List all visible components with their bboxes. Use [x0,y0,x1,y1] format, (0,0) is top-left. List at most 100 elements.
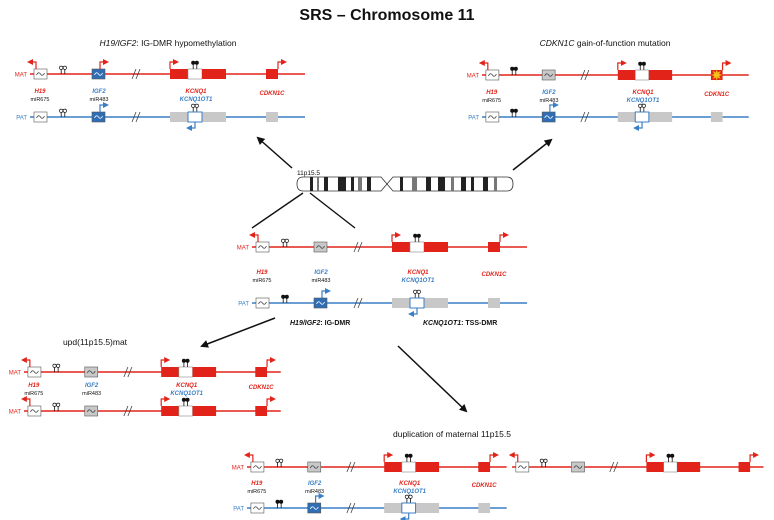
stem-loop-icon [94,72,103,76]
kcnq1ot1-box [178,366,193,378]
stem-loop-icon [309,465,319,469]
stem-loop-icon [30,409,39,413]
arrow-to-cdkn1c-panel [512,138,553,171]
track-dup-mat-copy2 [508,452,764,473]
cdkn1c-gene-box [488,242,500,252]
cpg-lollipop [416,233,421,238]
label-cdkn1c: CDKN1C [259,91,285,97]
kcnq1ot1-box [401,461,416,473]
pat-tag: PAT [468,116,479,122]
promoter-arrow [408,308,418,317]
track-center-pat: PAT [238,288,527,317]
label-kcnq1: KCNQ1 [633,90,655,96]
label-h19: H19 [486,90,498,96]
cpg-lollipop [194,60,199,65]
pat-tag: PAT [16,116,27,122]
cpg-lollipop [641,103,646,108]
tss-dmr-gene: KCNQ1OT1 [423,320,461,327]
cpg-lollipop [185,358,190,363]
cpg-lollipop [416,289,421,294]
promoter-arrow [633,122,643,131]
promoter-arrow [508,452,519,462]
break-mark [584,111,590,123]
track-tl-pat: PAT [16,102,305,131]
cpg-lollipop [413,289,418,294]
promoter-arrow [169,59,179,69]
stem-loop-icon [258,301,267,305]
cpg-lollipop [284,294,289,299]
label-cdkn1c: CDKN1C [249,385,275,391]
cpg-lollipop [638,61,643,66]
promoter-arrow [749,452,760,462]
stem-loop-icon [316,245,325,249]
kcnq1ot1-active-box [187,111,203,123]
track-upd-mat1: MAT [9,357,281,378]
break-mark [350,461,356,473]
label-tss-dmr: KCNQ1OT1: TSS-DMR [423,320,497,327]
label-igf2: IGF2 [85,383,99,389]
kcnq1-exon [202,69,226,79]
break-mark [131,68,137,80]
label-kcnq1: KCNQ1 [185,89,207,95]
kcnq1-exon [648,112,673,122]
zoom-line [251,192,304,229]
label-kcnq1ot1: KCNQ1OT1 [180,97,213,103]
band [494,177,497,191]
promoter-arrow [27,59,37,69]
cpg-lollipop [281,294,286,299]
track-upd-mat2: MAT [9,396,281,417]
zoom-line [309,192,356,229]
kcnq1-exon [424,242,448,252]
kcnq1-exon [192,367,217,377]
gene-tracks: MATH19miR675IGF2miR483KCNQ1KCNQ1OT1CDKN1… [9,59,764,520]
promoter-arrow [489,452,500,462]
label-h19: H19 [251,481,263,487]
cpg-lollipop [62,65,67,70]
kcnq1ot1-box [187,68,203,80]
label-mir483: miR483 [305,489,324,495]
kcnq1ot1-box [634,69,650,81]
mat-tag: MAT [15,73,28,79]
track-tr-pat: PAT [468,102,749,131]
cpg-lollipop [404,453,409,458]
kcnq1-exon [646,462,664,472]
cpg-lollipop [56,402,61,407]
cdkn1c-gene-box [266,112,278,122]
band [426,177,431,191]
label-kcnq1ot1: KCNQ1OT1 [627,98,660,104]
stem-loop-icon [573,465,583,469]
label-kcnq1: KCNQ1 [176,383,198,389]
kcnq1-exon [424,298,448,308]
stem-loop-icon [258,245,267,249]
cpg-lollipop [404,494,409,499]
cpg-lollipop [408,494,413,499]
kcnq1-exon [648,70,673,80]
label-mir483: miR483 [82,391,101,397]
promoter-arrow [617,60,627,70]
band [351,177,354,191]
break-mark [131,111,137,123]
stem-loop-icon [30,370,39,374]
cpg-lollipop [59,65,64,70]
stem-loop-icon [488,73,497,77]
kcnq1-exon [392,298,410,308]
chromosome-11-ideogram: 11p15.5 [296,170,514,192]
cpg-lollipop [181,397,186,402]
break-mark [123,366,129,378]
band [483,177,488,191]
label-ig-dmr: H19/IGF2: IG-DMR [290,320,350,327]
arrow-to-duplication-panel [397,345,468,413]
break-mark [357,297,363,309]
label-kcnq1ot1: KCNQ1OT1 [170,391,203,397]
cpg-lollipop [279,458,284,463]
cpg-lollipop [510,108,515,113]
promoter-arrow [315,493,325,503]
promoter-arrow [266,396,277,406]
promoter-arrow [321,288,331,298]
chromosome-bands [310,177,497,191]
promoter-arrow [645,452,656,462]
band [324,177,328,191]
promoter-arrow [160,396,171,406]
